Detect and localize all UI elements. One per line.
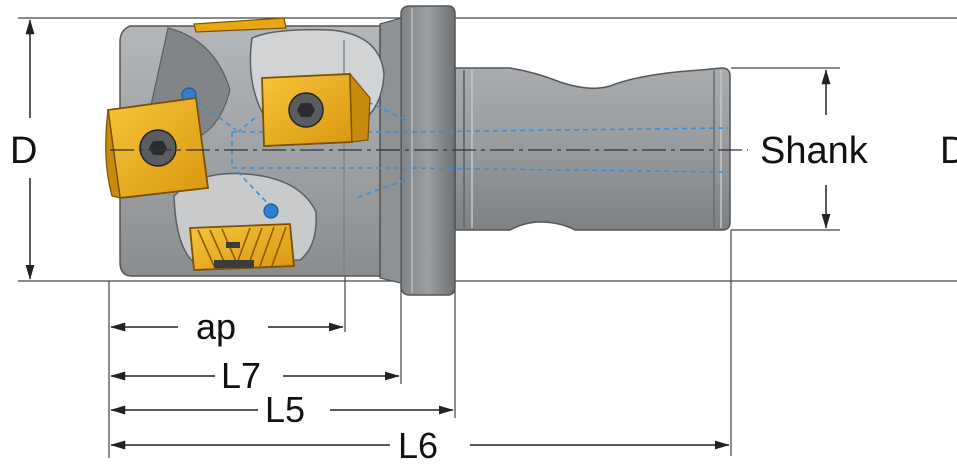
cutting-insert-top [261, 72, 371, 147]
coolant-outlet-bottom [263, 203, 279, 219]
dimension-arrows [25, 19, 831, 450]
shank-label: Shank [760, 130, 869, 172]
l7-label: L7 [221, 355, 261, 396]
cutting-insert-bottom [189, 223, 295, 271]
dimension-labels: D Shank D ap L7 L5 L6 [10, 130, 957, 466]
extension-lines [18, 17, 957, 458]
top-edge-insert [193, 17, 287, 33]
diameter-right-label: D [940, 130, 957, 172]
ap-label: ap [196, 306, 236, 347]
cutting-insert-left [105, 96, 210, 199]
tool-shank [454, 67, 731, 231]
diameter-left-label: D [10, 130, 37, 172]
l5-label: L5 [265, 389, 305, 430]
l6-label: L6 [398, 425, 438, 466]
